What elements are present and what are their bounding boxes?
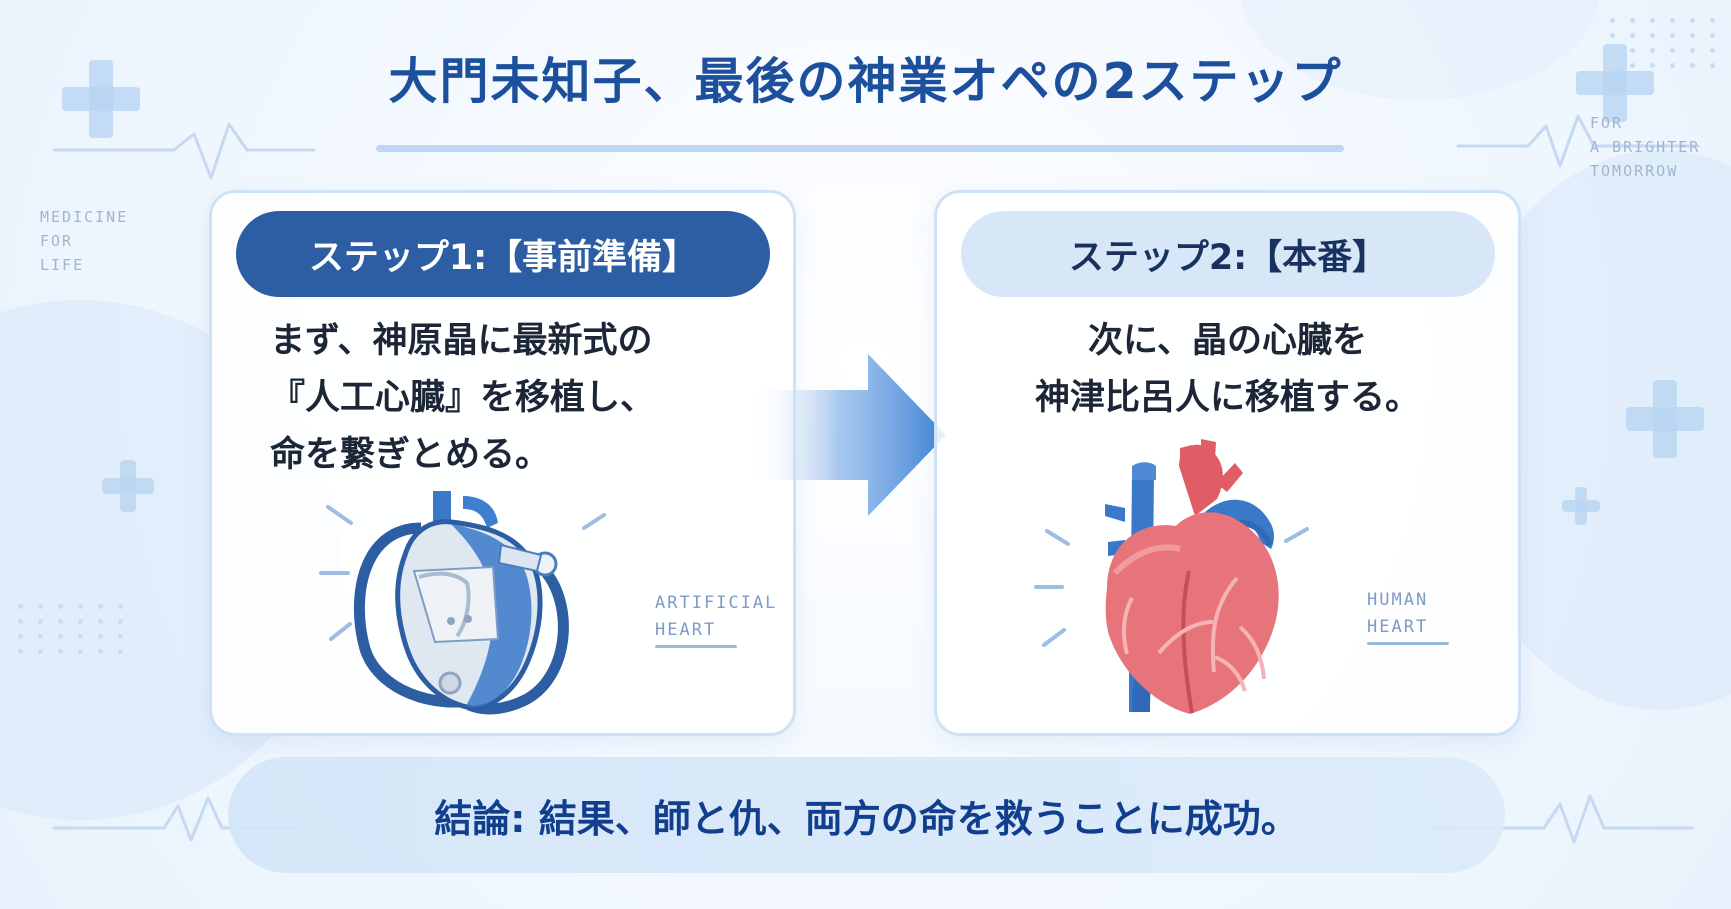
step-2-label: ステップ2:【本番】 <box>961 211 1495 297</box>
step-2-caption-underline <box>1367 642 1449 645</box>
medical-cross-icon <box>62 60 140 138</box>
step-2-card: ステップ2:【本番】 次に、晶の心臓を 神津比呂人に移植する。 <box>934 190 1521 736</box>
medical-cross-icon <box>102 460 154 512</box>
medical-cross-icon <box>1626 380 1704 458</box>
step-1-caption: ARTIFICIAL HEART <box>655 593 778 640</box>
background-text-left: MEDICINE FOR LIFE <box>40 208 129 274</box>
step-2-caption: HUMAN HEART <box>1367 590 1429 637</box>
step-1-line-2: 『人工心臓』を移植し、 <box>270 378 656 418</box>
heartbeat-line-icon <box>52 796 301 842</box>
page-title: 大門未知子、最後の神業オペの2ステップ <box>388 53 1343 110</box>
title-underline <box>376 145 1344 152</box>
medical-cross-icon <box>1562 487 1600 525</box>
step-1-card: ステップ1:【事前準備】 まず、神原晶に最新式の 『人工心臓』を移植し、 命を繋… <box>209 190 796 736</box>
step-1-caption-underline <box>655 645 737 648</box>
step-1-label: ステップ1:【事前準備】 <box>236 211 770 297</box>
dot-grid-bottom-left <box>18 604 128 654</box>
step-1-line-3: 命を繋ぎとめる。 <box>270 435 551 475</box>
step-2-description: 次に、晶の心臓を 神津比呂人に移植する。 <box>937 313 1518 427</box>
conclusion-banner: 結論: 結果、師と仇、両方の命を救うことに成功。 <box>228 757 1505 873</box>
background-text-right: FOR A BRIGHTER TOMORROW <box>1590 114 1701 180</box>
right-arrow-icon <box>750 354 946 516</box>
step-2-line-2: 神津比呂人に移植する。 <box>1034 378 1420 418</box>
step-1-line-1: まず、神原晶に最新式の <box>270 321 653 361</box>
step-2-line-1: 次に、晶の心臓を <box>1088 321 1367 361</box>
heartbeat-line-icon <box>52 122 316 180</box>
artificial-heart-icon <box>319 491 606 715</box>
human-heart-icon <box>1034 439 1309 714</box>
heartbeat-line-icon <box>1430 794 1694 844</box>
dot-grid-top-right <box>1610 18 1720 68</box>
step-1-description: まず、神原晶に最新式の 『人工心臓』を移植し、 命を繋ぎとめる。 <box>270 313 790 484</box>
medical-cross-icon <box>1576 44 1654 122</box>
heartbeat-line-icon <box>1456 114 1700 168</box>
